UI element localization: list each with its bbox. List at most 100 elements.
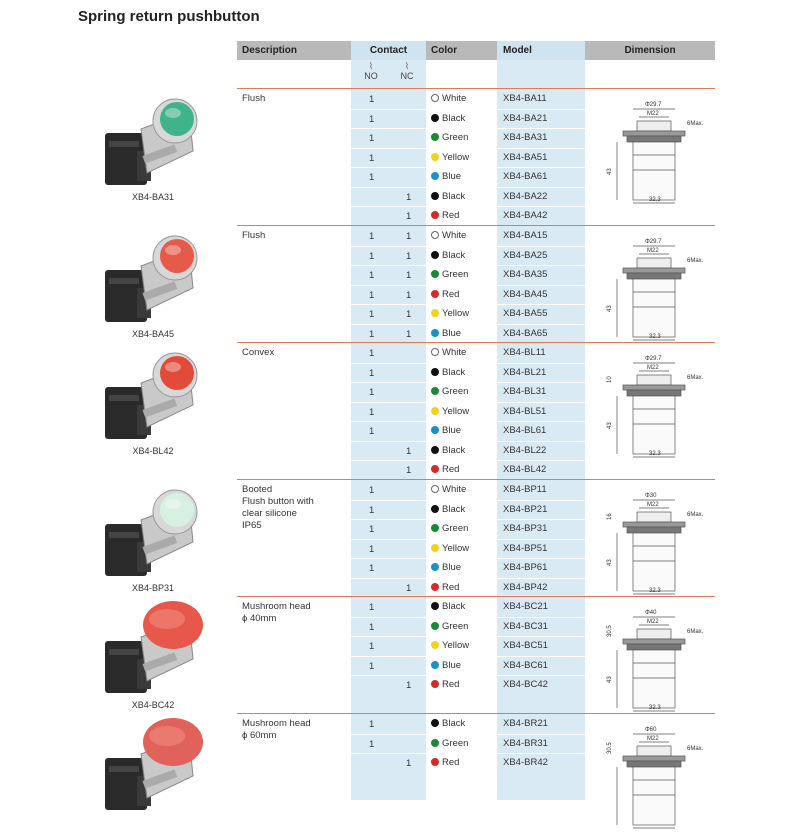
model-number: XB4-BL22 bbox=[503, 444, 547, 456]
color-name: Blue bbox=[442, 327, 462, 339]
dimension-label-d: Φ29.7 bbox=[645, 239, 662, 245]
contact-no: 1 bbox=[369, 485, 375, 496]
color-dot bbox=[431, 504, 439, 513]
row-divider bbox=[351, 362, 585, 364]
model-number: XB4-BR31 bbox=[503, 737, 548, 749]
color-dot bbox=[431, 211, 439, 219]
group-description: Mushroom head ϕ 60mm bbox=[242, 718, 311, 741]
color-dot bbox=[431, 621, 439, 630]
contact-no: 1 bbox=[369, 406, 375, 418]
model-number: XB4-BA15 bbox=[503, 230, 548, 241]
color-dot bbox=[431, 250, 439, 259]
model-number: XB4-BL11 bbox=[503, 347, 546, 358]
color-dot bbox=[431, 309, 439, 317]
color-dot bbox=[431, 172, 439, 180]
color-dot bbox=[431, 758, 439, 766]
color-dot bbox=[431, 465, 439, 473]
color-dot bbox=[431, 231, 439, 239]
dimension-label-d: Φ30 bbox=[645, 493, 657, 499]
color-name: Yellow bbox=[442, 640, 470, 651]
model-number: XB4-BP51 bbox=[503, 542, 548, 554]
product-caption: XB4-BC42 bbox=[131, 700, 175, 710]
contact-nc: 1 bbox=[406, 270, 412, 281]
contact-no: 1 bbox=[369, 367, 375, 379]
color-name: White bbox=[442, 93, 467, 104]
contact-no: 1 bbox=[369, 660, 375, 672]
nc-contact-symbol: ⌇NC bbox=[400, 61, 414, 82]
color-name: Blue bbox=[442, 562, 462, 573]
group-description: Convex bbox=[242, 347, 275, 358]
row-divider bbox=[351, 616, 585, 618]
model-number: XB4-BL21 bbox=[503, 366, 547, 378]
product-photo bbox=[105, 235, 198, 322]
row-divider bbox=[351, 186, 585, 188]
color-dot bbox=[431, 602, 439, 610]
dimension-label-d: Φ29.7 bbox=[645, 356, 662, 362]
dimension-label-w: 32.3 bbox=[649, 334, 661, 340]
model-number: XB4-BP21 bbox=[503, 503, 548, 515]
contact-no: 1 bbox=[369, 426, 375, 437]
row-divider bbox=[351, 675, 585, 676]
group-description: Flush bbox=[242, 93, 266, 104]
header-contact: Contact bbox=[351, 41, 426, 60]
color-name: Red bbox=[442, 288, 460, 300]
color-dot bbox=[431, 738, 439, 747]
row-divider bbox=[351, 421, 585, 422]
model-number: XB4-BC51 bbox=[503, 640, 548, 651]
model-number: XB4-BP11 bbox=[503, 484, 547, 495]
dimension-label-m: M22 bbox=[647, 619, 659, 625]
group-divider bbox=[237, 225, 715, 226]
dimension-label-m: M22 bbox=[647, 502, 659, 508]
row-divider bbox=[351, 108, 585, 110]
product-photo bbox=[105, 98, 198, 185]
color-dot bbox=[431, 485, 439, 493]
model-number: XB4-BA25 bbox=[503, 249, 548, 261]
header-color: Color bbox=[431, 45, 458, 56]
group-description: Flush bbox=[242, 230, 266, 241]
color-name: Black bbox=[442, 249, 466, 261]
color-name: White bbox=[442, 347, 467, 358]
header-description: Description bbox=[242, 45, 298, 56]
contact-no: 1 bbox=[369, 641, 375, 652]
row-divider bbox=[351, 206, 585, 207]
product-caption: XB4-BL42 bbox=[132, 446, 174, 456]
contact-no: 1 bbox=[369, 289, 375, 301]
contact-no: 1 bbox=[369, 231, 375, 242]
row-divider bbox=[351, 499, 585, 501]
model-number: XB4-BC42 bbox=[503, 679, 548, 690]
contact-no: 1 bbox=[369, 504, 375, 516]
contact-no: 1 bbox=[369, 250, 375, 262]
contact-nc: 1 bbox=[406, 211, 412, 222]
row-divider bbox=[351, 577, 585, 579]
dimension-label-top: 30.5 bbox=[607, 625, 613, 637]
color-dot bbox=[431, 524, 439, 532]
product-caption: XB4-BA31 bbox=[131, 192, 175, 202]
contact-nc: 1 bbox=[406, 309, 412, 320]
model-number: XB4-BA31 bbox=[503, 132, 548, 143]
row-divider bbox=[351, 323, 585, 325]
color-dot bbox=[431, 113, 439, 122]
contact-no: 1 bbox=[369, 270, 375, 281]
no-contact-symbol: ⌇NO bbox=[364, 61, 378, 82]
color-dot bbox=[431, 426, 439, 434]
product-photo bbox=[105, 718, 203, 810]
dimension-label-w: 32.3 bbox=[649, 451, 661, 457]
contact-no: 1 bbox=[369, 309, 375, 320]
contact-nc: 1 bbox=[406, 465, 412, 476]
color-name: Red bbox=[442, 581, 460, 593]
dimension-label-d: Φ60 bbox=[645, 727, 657, 733]
color-dot bbox=[431, 543, 439, 552]
